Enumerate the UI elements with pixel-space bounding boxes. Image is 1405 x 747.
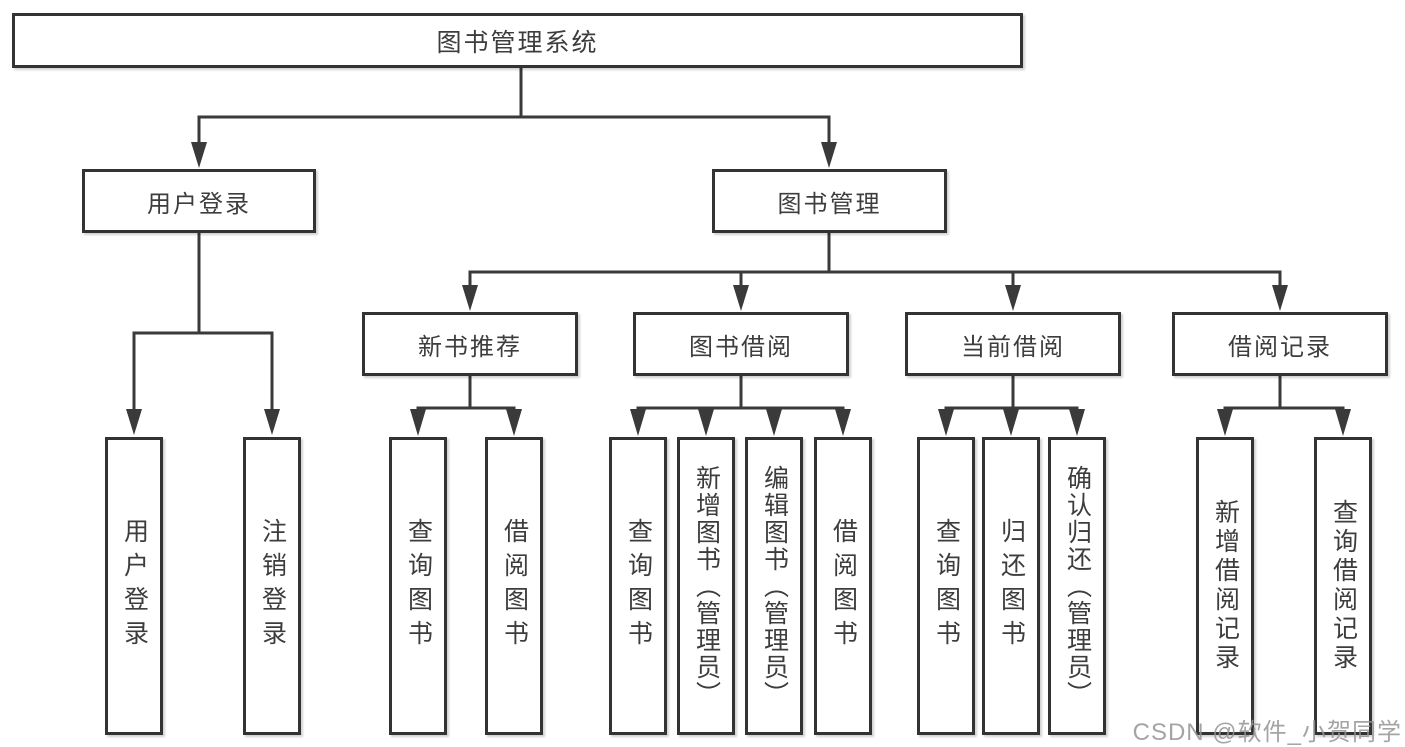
connector-borrowing-records <box>1217 376 1351 436</box>
arrow-head <box>462 285 478 311</box>
arrow-head <box>1005 285 1021 311</box>
node-book-borrowing: 图书借阅 <box>633 312 849 376</box>
leaf-query-borrow-record: 查询借阅记录 <box>1314 437 1372 735</box>
leaf-add-books-admin: 新增图书（管理员） <box>677 437 735 735</box>
node-borrowing-records: 借阅记录 <box>1172 312 1388 376</box>
leaf-query-books-recommend: 查询图书 <box>389 437 447 735</box>
connector-new-book-recommend <box>410 376 522 436</box>
leaf-borrow-books-borrowing: 借阅图书 <box>814 437 872 735</box>
arrow-head <box>835 409 851 436</box>
arrow-head <box>1272 285 1288 311</box>
connector-root-to-branches <box>191 68 837 168</box>
arrow-head <box>766 409 782 436</box>
leaf-query-books-current: 查询图书 <box>917 437 975 735</box>
watermark: CSDN @软件_小贺同学 <box>1132 719 1402 746</box>
leaf-edit-books-admin: 编辑图书（管理员） <box>745 437 803 735</box>
leaf-add-borrow-record: 新增借阅记录 <box>1196 437 1254 735</box>
leaf-query-books-borrowing: 查询图书 <box>609 437 667 735</box>
arrow-head <box>698 409 714 436</box>
leaf-user-login: 用户登录 <box>105 437 163 735</box>
node-current-borrowing: 当前借阅 <box>905 312 1121 376</box>
leaf-return-books: 归还图书 <box>982 437 1040 735</box>
arrow-head <box>264 409 280 435</box>
leaf-confirm-return-admin: 确认归还（管理员） <box>1048 437 1106 735</box>
leaf-borrow-books-recommend: 借阅图书 <box>485 437 543 735</box>
node-new-book-recommend: 新书推荐 <box>362 312 578 376</box>
arrow-head <box>733 285 749 311</box>
connector-book-management <box>462 232 1288 311</box>
connector-book-borrowing <box>630 376 851 436</box>
connector-user-login <box>126 233 280 435</box>
arrow-head <box>1003 409 1019 436</box>
node-library-system: 图书管理系统 <box>12 13 1023 68</box>
arrow-head <box>1335 409 1351 436</box>
leaf-logout: 注销登录 <box>243 437 301 735</box>
arrow-head <box>410 409 426 436</box>
arrow-head <box>938 409 954 436</box>
arrow-head <box>630 409 646 436</box>
node-book-management: 图书管理 <box>712 169 947 233</box>
node-user-login: 用户登录 <box>82 169 316 233</box>
arrow-head <box>506 409 522 436</box>
connector-current-borrowing <box>938 376 1085 436</box>
arrow-head <box>821 142 837 168</box>
arrow-head <box>1217 409 1233 436</box>
arrow-head <box>191 142 207 168</box>
arrow-head <box>1069 409 1085 436</box>
arrow-head <box>126 409 142 435</box>
